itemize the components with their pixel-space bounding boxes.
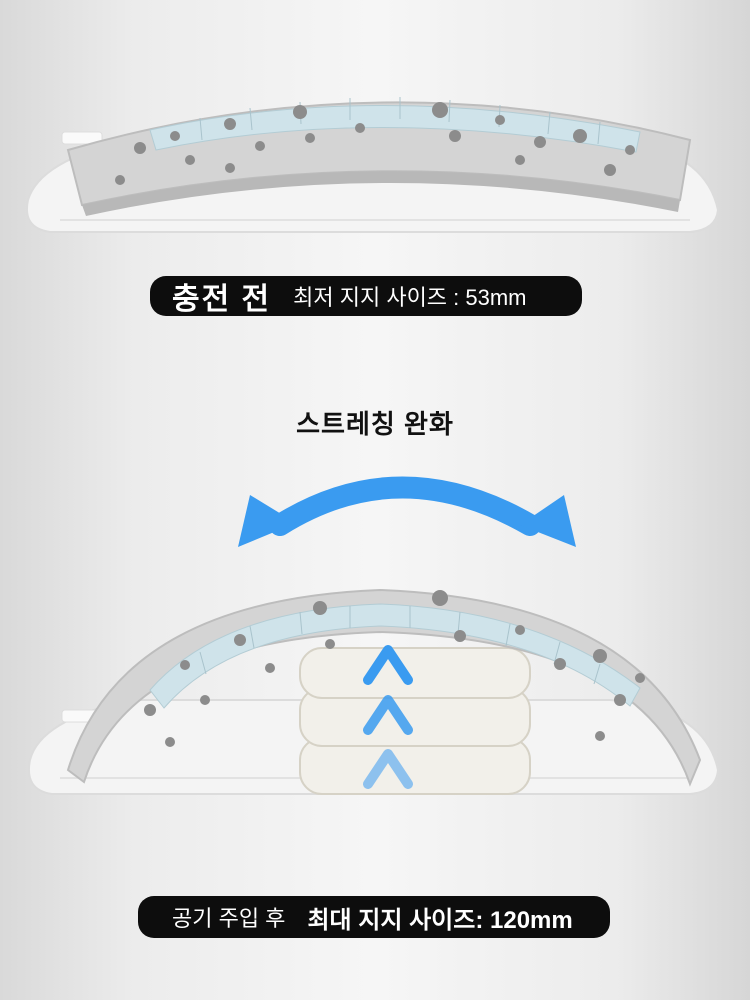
- product-image-deflated: [26, 97, 720, 233]
- after-inflation-title: 공기 주입 후: [172, 906, 286, 931]
- product-image-inflated: [28, 588, 720, 795]
- minimum-support-size: 최저 지지 사이즈 : 53mm: [293, 285, 527, 310]
- curved-double-arrow-icon: [238, 476, 576, 547]
- maximum-support-size: 최대 지지 사이즈: 120mm: [307, 906, 573, 934]
- before-inflation-title: 충전 전: [172, 283, 272, 316]
- before-inflation-label: 충전 전 최저 지지 사이즈 : 53mm: [150, 276, 582, 316]
- up-chevron-icon: [363, 645, 413, 789]
- after-inflation-label: 공기 주입 후 최대 지지 사이즈: 120mm: [138, 896, 610, 938]
- stretch-relief-title: 스트레칭 완화: [296, 409, 454, 439]
